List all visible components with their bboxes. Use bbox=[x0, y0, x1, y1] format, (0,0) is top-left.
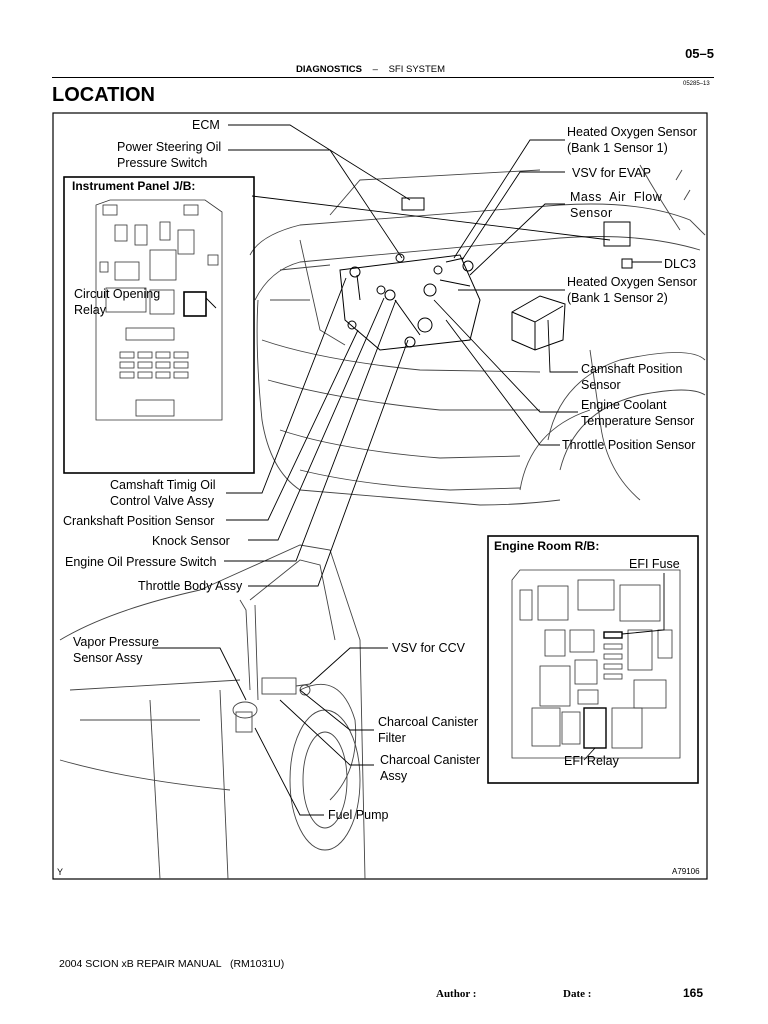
label-engine-coolant-temperature-sensor: Engine Coolant Temperature Sensor bbox=[581, 398, 695, 428]
footer-date-label: Date : bbox=[563, 988, 592, 1000]
label-power-steering-oil-pressure-switch: Power Steering Oil Pressure Switch bbox=[117, 140, 222, 170]
label-ecm: ECM bbox=[192, 118, 220, 132]
label-crankshaft-position-sensor: Crankshaft Position Sensor bbox=[63, 514, 215, 528]
footer-author-label: Author : bbox=[436, 988, 477, 1000]
page-code: 05–5 bbox=[685, 46, 714, 61]
label-efi-fuse: EFI Fuse bbox=[629, 557, 680, 571]
instrument-panel-jb-title: Instrument Panel J/B: bbox=[72, 179, 196, 193]
label-efi-relay: EFI Relay bbox=[564, 754, 619, 768]
label-engine-oil-pressure-switch: Engine Oil Pressure Switch bbox=[65, 555, 217, 569]
section-title: DIAGNOSTICS – SFI SYSTEM bbox=[296, 64, 445, 75]
label-heated-oxygen-sensor-b1s1: Heated Oxygen Sensor (Bank 1 Sensor 1) bbox=[567, 125, 697, 155]
label-vapor-pressure-sensor-assy: Vapor Pressure Sensor Assy bbox=[73, 635, 159, 665]
section-dash: – bbox=[372, 64, 378, 75]
vehicle-rear-sketch bbox=[59, 544, 366, 880]
figure-code: A79106 bbox=[672, 867, 700, 876]
subsection-name: SFI SYSTEM bbox=[388, 64, 446, 75]
label-dlc3: DLC3 bbox=[664, 257, 696, 271]
vehicle-front-sketch bbox=[249, 164, 706, 506]
label-throttle-position-sensor: Throttle Position Sensor bbox=[562, 438, 696, 452]
label-circuit-opening-relay: Circuit Opening Relay bbox=[74, 287, 161, 317]
label-charcoal-canister-filter: Charcoal Canister Filter bbox=[378, 715, 479, 745]
footer-page-number: 165 bbox=[683, 986, 704, 1000]
label-throttle-body-assy: Throttle Body Assy bbox=[138, 579, 243, 593]
instrument-panel-box bbox=[63, 176, 255, 474]
label-mass-air-flow-sensor: Mass Air Flow Sensor bbox=[570, 190, 663, 220]
leader-lines bbox=[152, 124, 665, 816]
label-fuel-pump: Fuel Pump bbox=[328, 808, 389, 822]
label-charcoal-canister-assy: Charcoal Canister Assy bbox=[380, 753, 481, 783]
label-camshaft-timing-oil-control-valve: Camshaft Timig Oil Control Valve Assy bbox=[110, 478, 216, 508]
engine-room-rb-title: Engine Room R/B: bbox=[494, 539, 600, 553]
page-title: LOCATION bbox=[52, 84, 155, 106]
label-heated-oxygen-sensor-b1s2: Heated Oxygen Sensor (Bank 1 Sensor 2) bbox=[567, 275, 697, 305]
instrument-panel-jb-sketch bbox=[95, 199, 223, 421]
section-name: DIAGNOSTICS bbox=[296, 64, 362, 75]
header-rule bbox=[52, 77, 714, 78]
engine-room-rb-sketch bbox=[511, 569, 681, 759]
engine-components bbox=[339, 197, 633, 351]
diagram-frame bbox=[52, 112, 708, 880]
diagram-corner-mark: Y bbox=[57, 867, 64, 877]
label-vsv-for-evap: VSV for EVAP bbox=[572, 166, 651, 180]
label-knock-sensor: Knock Sensor bbox=[152, 534, 230, 548]
engine-room-box bbox=[487, 535, 699, 784]
footer-manual-title: 2004 SCION xB REPAIR MANUAL (RM1031U) bbox=[59, 958, 285, 970]
header-ref-code: 05285–13 bbox=[683, 81, 710, 87]
label-camshaft-position-sensor: Camshaft Position Sensor bbox=[581, 362, 683, 392]
label-vsv-for-ccv: VSV for CCV bbox=[392, 641, 465, 655]
